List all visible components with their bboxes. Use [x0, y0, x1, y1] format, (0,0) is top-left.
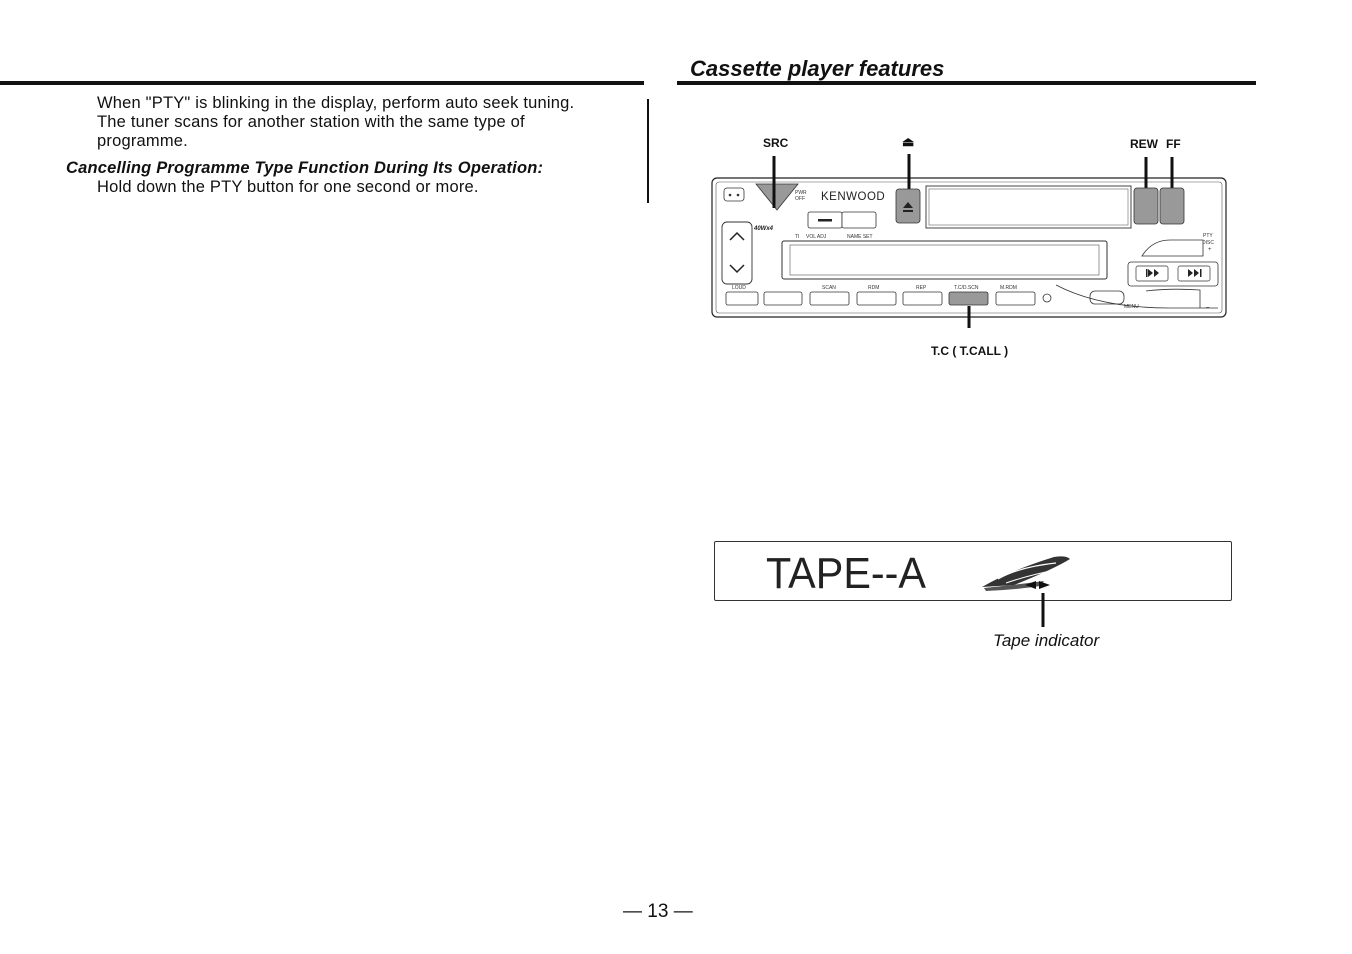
para2: Hold down the PTY button for one second …	[97, 178, 479, 196]
callout-rew: REW	[1130, 137, 1158, 151]
mrdm-label: M.RDM	[1000, 285, 1017, 291]
scan-label: SCAN	[822, 285, 836, 291]
callout-eject: ⏏	[902, 134, 915, 149]
rdm-label: RDM	[868, 285, 879, 291]
para1-line-3: programme.	[97, 132, 188, 150]
disc-label: DISC	[1202, 240, 1214, 246]
tape-indicator-caption: Tape indicator	[993, 631, 1100, 650]
pwr-label: PWR	[795, 190, 807, 196]
tape-display-panel	[714, 541, 1232, 601]
callout-ff: FF	[1166, 137, 1181, 151]
minus-label: –	[1206, 305, 1210, 311]
left-top-rule	[0, 81, 644, 85]
callout-tc: T.C ( T.CALL )	[931, 344, 1009, 358]
ti-label: TI	[795, 234, 799, 240]
vol-adj-label: VOL ADJ	[806, 234, 827, 240]
tape-display-segments: TAPE--A	[766, 549, 1070, 627]
pty-label: PTY	[1203, 233, 1213, 239]
off-label: OFF	[795, 196, 805, 202]
brand-label: KENWOOD	[821, 191, 885, 203]
left-column-vertical-rule	[647, 99, 649, 203]
para1-line-2: The tuner scans for another station with…	[97, 113, 525, 131]
menu-label: MENU	[1124, 304, 1139, 310]
car-stereo-illustration: PWR OFF KENWOOD 40Wx4 TI VOL ADJ NAME SE…	[711, 154, 1227, 328]
cancel-subheading: Cancelling Programme Type Function Durin…	[66, 159, 544, 177]
page-number: — 13 —	[623, 901, 693, 922]
callout-src: SRC	[763, 136, 789, 150]
tape-indicator-icon	[982, 556, 1070, 587]
tc-button-label: T.C/D.SCN	[954, 285, 979, 291]
loud-label: LOUD	[732, 285, 746, 291]
section-heading: Cassette player features	[690, 56, 945, 81]
plus-label: +	[1208, 247, 1212, 253]
para1-line-1: When "PTY" is blinking in the display, p…	[97, 94, 575, 112]
rep-label: REP	[916, 285, 927, 291]
tape-display-text: TAPE--A	[766, 549, 927, 598]
name-set-label: NAME SET	[847, 234, 873, 240]
watt-badge: 40Wx4	[753, 226, 774, 232]
right-top-rule	[677, 81, 1256, 85]
